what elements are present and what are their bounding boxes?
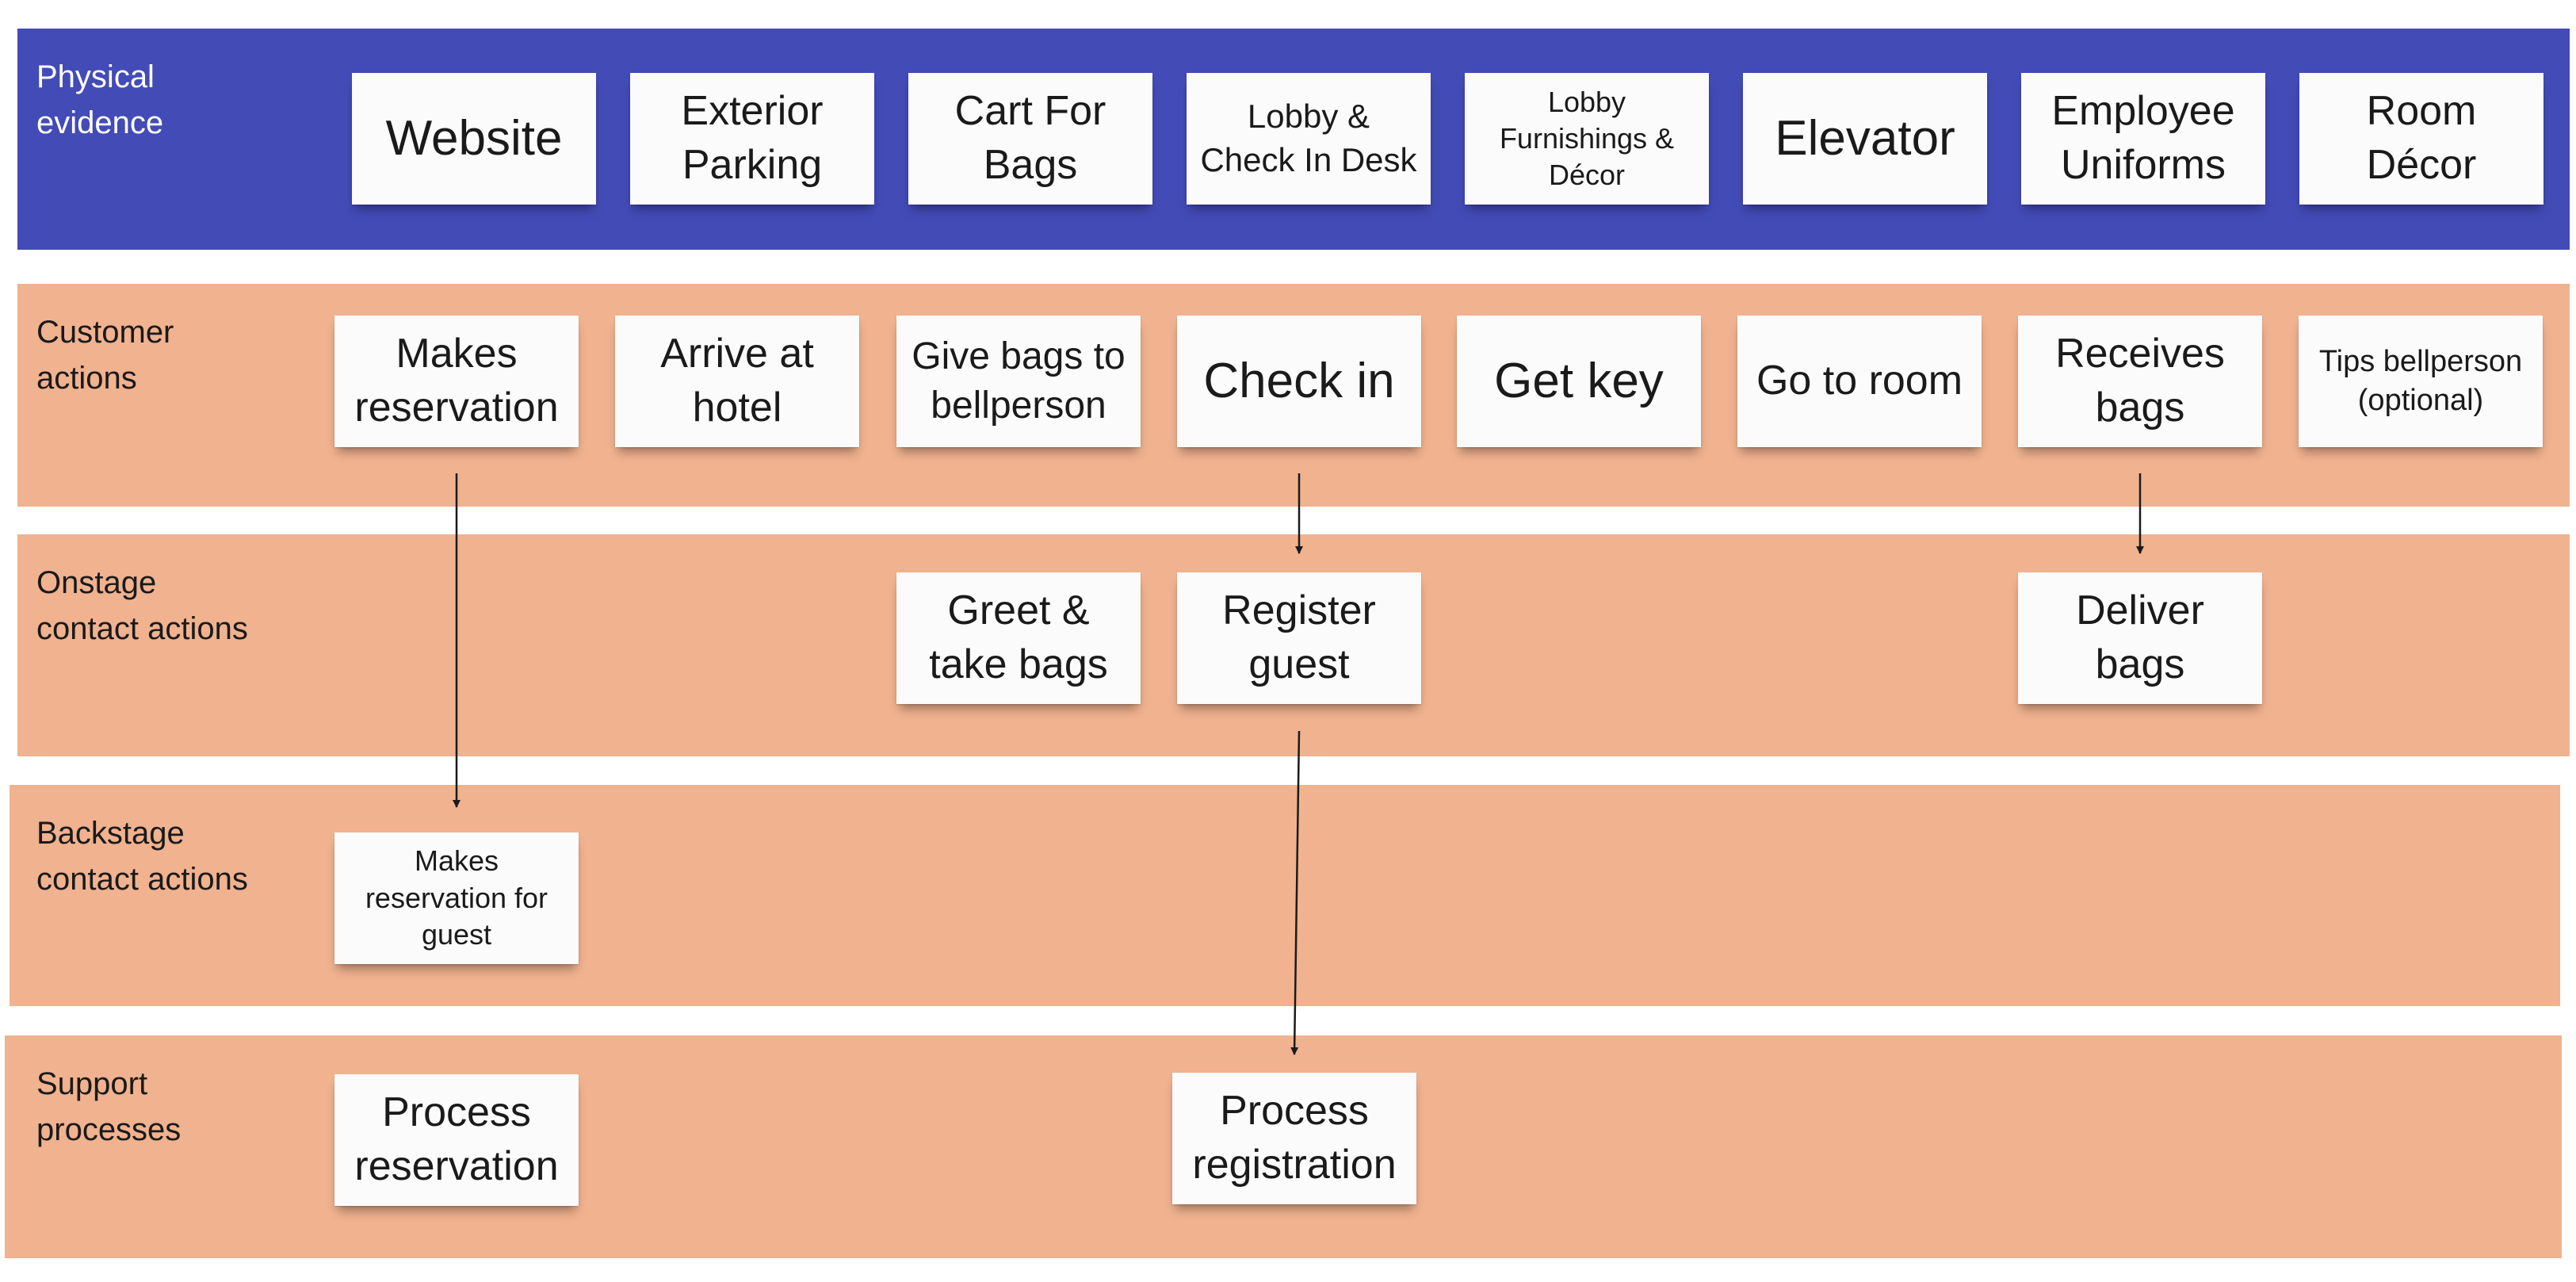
note-employee-uniforms[interactable]: Employee Uniforms: [2021, 73, 2265, 205]
note-check-in[interactable]: Check in: [1177, 316, 1421, 447]
note-cart-for-bags[interactable]: Cart For Bags: [908, 73, 1152, 205]
note-makes-reservation[interactable]: Makes reservation: [334, 316, 579, 447]
note-lobby-furnishings-decor[interactable]: Lobby Furnishings & Décor: [1465, 73, 1709, 205]
note-go-to-room[interactable]: Go to room: [1737, 316, 1982, 447]
note-website[interactable]: Website: [352, 73, 596, 205]
note-exterior-parking[interactable]: Exterior Parking: [630, 73, 874, 205]
note-room-decor[interactable]: Room Décor: [2299, 73, 2544, 205]
lane-label-support-processes: Support processes: [36, 1066, 182, 1147]
lane-label-onstage-contact-actions: Onstage contact actions: [36, 565, 248, 646]
lane-label-customer-actions: Customer actions: [36, 315, 174, 396]
note-arrive-at-hotel[interactable]: Arrive at hotel: [615, 316, 859, 447]
note-receives-bags[interactable]: Receives bags: [2018, 316, 2262, 447]
note-makes-reservation-for-guest[interactable]: Makes reservation for guest: [334, 832, 579, 964]
lane-label-physical-evidence: Physical evidence: [36, 59, 164, 140]
note-lobby-check-in-desk[interactable]: Lobby & Check In Desk: [1187, 73, 1431, 205]
note-deliver-bags[interactable]: Deliver bags: [2018, 572, 2262, 704]
note-process-registration[interactable]: Process registration: [1172, 1073, 1416, 1204]
note-tips-bellperson[interactable]: Tips bellperson (optional): [2299, 316, 2543, 447]
lane-label-backstage-contact-actions: Backstage contact actions: [36, 816, 248, 897]
note-elevator[interactable]: Elevator: [1743, 73, 1987, 205]
note-register-guest[interactable]: Register guest: [1177, 572, 1421, 704]
note-get-key[interactable]: Get key: [1457, 316, 1701, 447]
note-give-bags-to-bellperson[interactable]: Give bags to bellperson: [896, 316, 1141, 447]
note-greet-take-bags[interactable]: Greet & take bags: [896, 572, 1141, 704]
note-process-reservation[interactable]: Process reservation: [334, 1074, 579, 1206]
